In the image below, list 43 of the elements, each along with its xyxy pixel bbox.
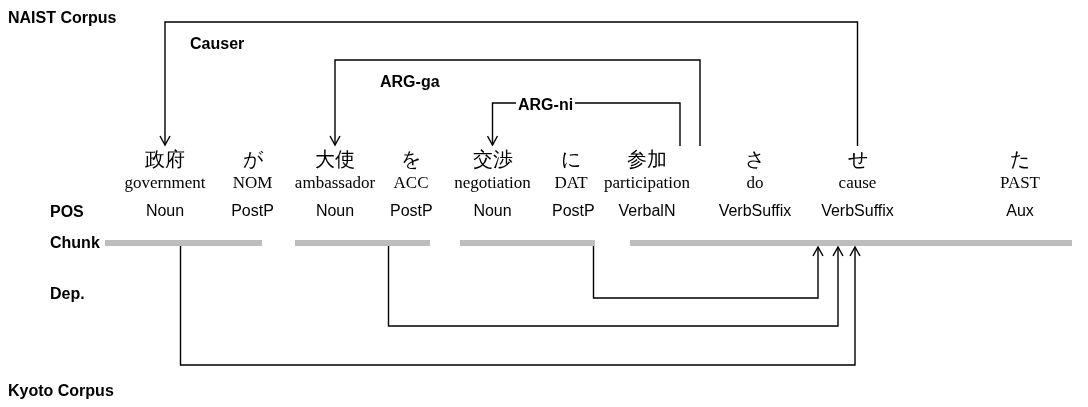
pos-tag: VerbSuffix (715, 200, 795, 222)
chunk-bar (105, 240, 262, 246)
pos-tag: PostP (230, 200, 275, 222)
gloss-text: NOM (231, 172, 274, 194)
pos-tag: Noun (435, 200, 550, 222)
pos-tag: PostP (390, 200, 432, 222)
arrow (159, 21, 859, 147)
gloss-text: participation (603, 172, 691, 194)
arrow (592, 245, 824, 299)
gloss-text: PAST (999, 172, 1041, 194)
chunk-bar (630, 240, 1072, 246)
pos-tag: Noun (285, 200, 385, 222)
pos-tag: VerbSuffix (810, 200, 905, 222)
corpus-heading: Kyoto Corpus (8, 381, 114, 401)
japanese-word: を (400, 146, 422, 172)
arrow (179, 245, 861, 366)
gloss-text: government (123, 172, 207, 194)
japanese-word: 参加 (626, 146, 668, 172)
japanese-word: せ (846, 146, 869, 172)
arrow (329, 59, 701, 147)
japanese-word: さ (744, 146, 766, 172)
japanese-word: に (560, 146, 582, 172)
gloss-text: ACC (392, 172, 430, 194)
row-label: Chunk (50, 233, 100, 253)
gloss-text: ambassador (293, 172, 377, 194)
edge-label: ARG-ga (378, 72, 442, 92)
corpus-heading: NAIST Corpus (8, 8, 117, 28)
japanese-word: 大使 (314, 146, 356, 172)
japanese-word: た (1009, 146, 1031, 172)
japanese-word: 政府 (144, 146, 186, 172)
pos-tag: Aux (985, 200, 1055, 222)
chunk-bar (460, 240, 595, 246)
row-label: POS (50, 202, 84, 222)
japanese-word: 交渉 (471, 146, 514, 172)
chunk-bar (295, 240, 430, 246)
gloss-text: negotiation (453, 172, 532, 194)
row-label: Dep. (50, 284, 85, 304)
gloss-text: do (745, 172, 765, 194)
pos-tag: Noun (100, 200, 230, 222)
arrow (387, 245, 844, 327)
gloss-text: DAT (553, 172, 589, 194)
gloss-text: cause (837, 172, 878, 194)
japanese-word: が (241, 146, 264, 172)
